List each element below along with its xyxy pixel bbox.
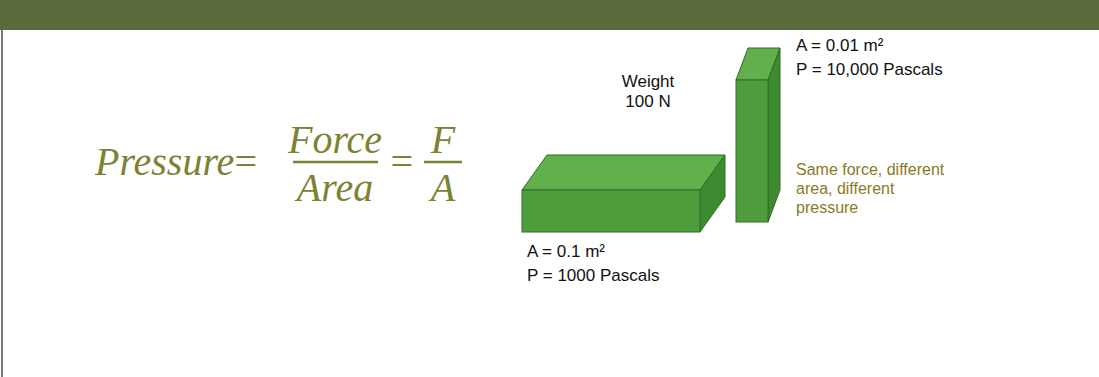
area-label: A = 0.1 m² (527, 242, 605, 262)
header-band (0, 0, 1099, 30)
pressure-label: P = 1000 Pascals (527, 266, 659, 286)
tall-block (736, 48, 780, 222)
pressure-label: P = 10,000 Pascals (796, 60, 943, 80)
weight-label: Weight 100 N (608, 72, 688, 113)
formula-denominator: Area (297, 168, 373, 208)
formula-term: Pressure (95, 142, 234, 182)
formula-numerator: Force (288, 120, 382, 160)
formula-denominator: A (431, 168, 455, 208)
flat-block (522, 155, 725, 232)
area-label: A = 0.01 m² (796, 36, 883, 56)
fraction-bar (293, 161, 378, 164)
formula-equals: = (232, 142, 259, 182)
note-text: Same force, different area, different pr… (796, 160, 946, 218)
formula-equals: = (388, 142, 415, 182)
frame-line (1, 30, 3, 377)
fraction-bar (424, 161, 462, 164)
formula-numerator: F (431, 120, 455, 160)
